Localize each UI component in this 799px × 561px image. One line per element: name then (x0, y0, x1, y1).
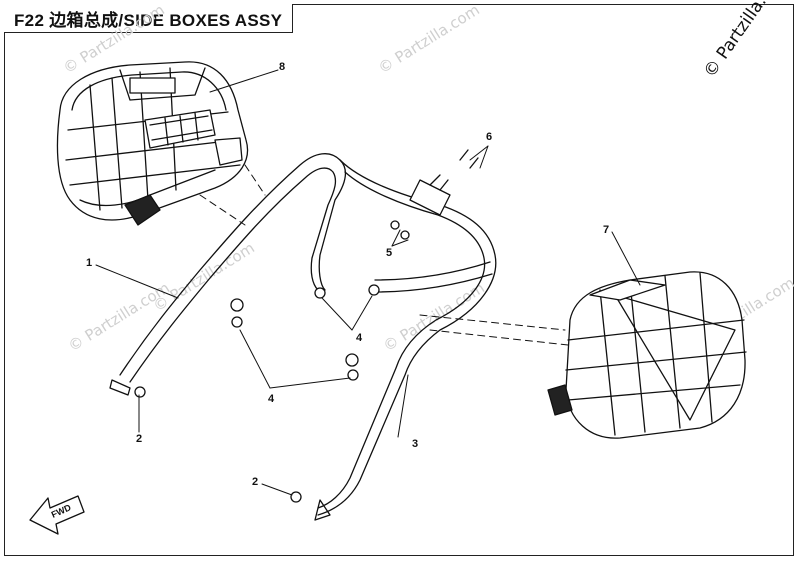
assembly-lines (199, 164, 569, 346)
left-side-box (56, 61, 249, 226)
fwd-arrow (29, 495, 85, 535)
callout-4-upper: 4 (356, 332, 363, 344)
callout-2-left: 2 (136, 433, 143, 445)
callout-3: 3 (412, 438, 419, 450)
diagram-title: F22 边箱总成/SIDE BOXES ASSY (14, 10, 283, 30)
callout-7: 7 (603, 224, 610, 236)
diagram-frame (4, 4, 794, 556)
leader-lines (95, 69, 641, 496)
right-side-box (547, 271, 747, 439)
callout-2-right: 2 (252, 476, 259, 488)
rack-frame (109, 153, 497, 521)
fasteners (134, 149, 479, 503)
callout-8: 8 (279, 61, 286, 73)
callout-1: 1 (86, 257, 93, 269)
callout-6: 6 (486, 131, 493, 143)
callout-5: 5 (386, 247, 393, 259)
title-box: F22 边箱总成/SIDE BOXES ASSY (4, 4, 294, 33)
callout-4-lower: 4 (268, 393, 275, 405)
